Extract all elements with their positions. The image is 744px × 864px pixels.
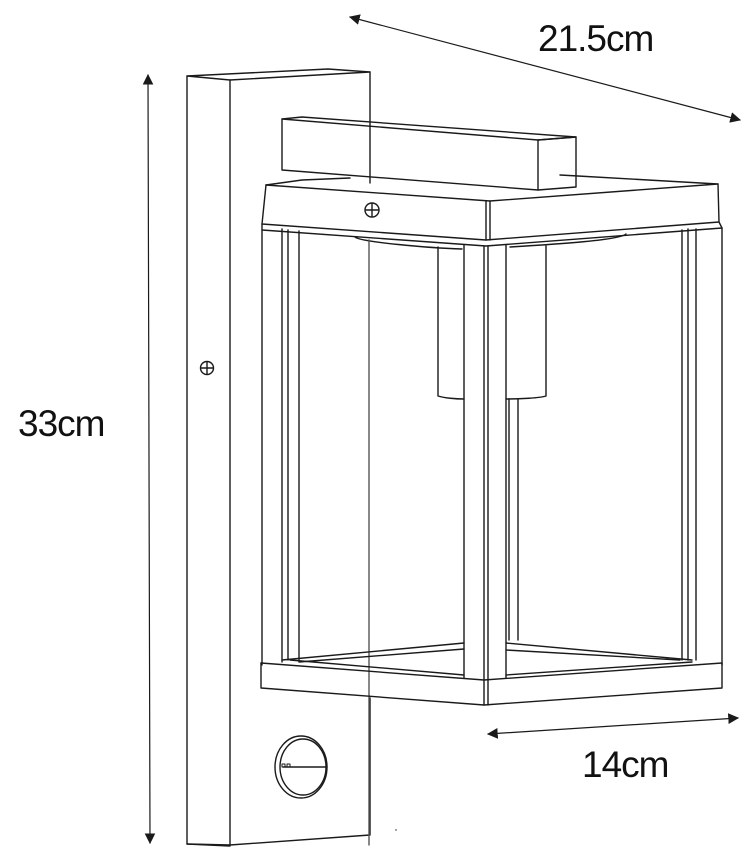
screw-icon: [364, 202, 380, 218]
lantern-top-cap: [261, 174, 723, 250]
dimension-arrow-width: [486, 713, 740, 739]
wall-plate: [186, 68, 371, 847]
dimension-label-depth: 21.5cm: [538, 18, 654, 59]
lantern-bottom-frame: [260, 642, 723, 706]
dimension-arrow-depth: [348, 14, 742, 123]
frame-posts: [261, 227, 723, 846]
screw-icon: [199, 360, 215, 376]
lamp-holder: [437, 245, 547, 641]
dimension-label-width: 14cm: [582, 744, 669, 785]
mounting-arm: [281, 116, 577, 191]
dimension-arrow-height: [142, 73, 156, 845]
motion-sensor-icon: [274, 735, 328, 799]
dimension-label-height: 33cm: [18, 403, 105, 444]
